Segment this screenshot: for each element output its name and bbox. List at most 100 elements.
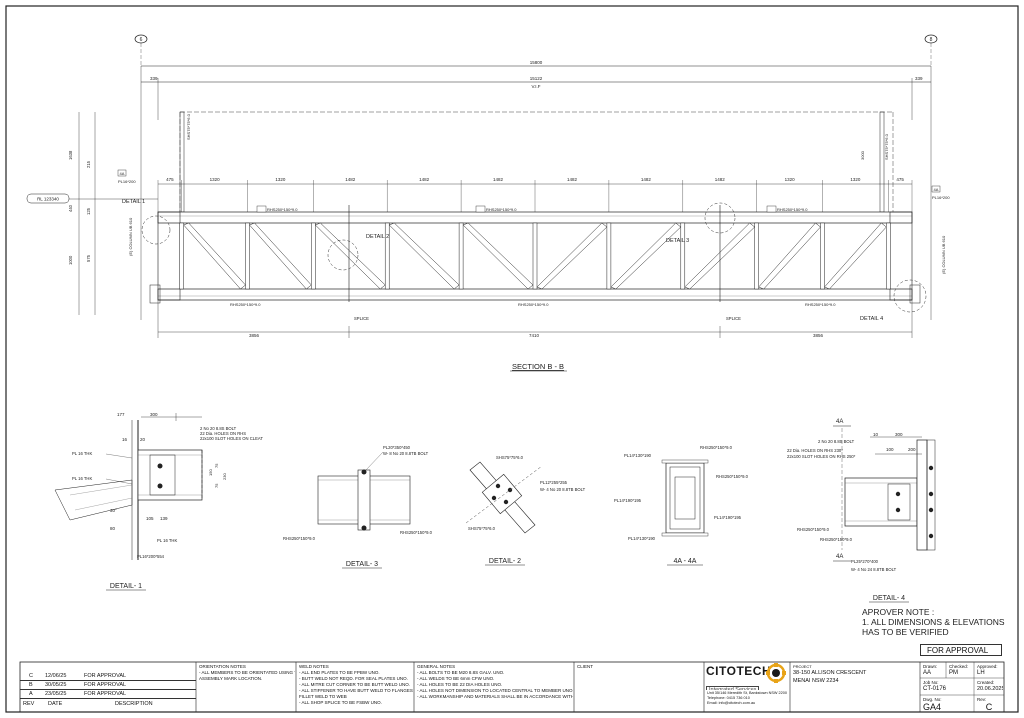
d1-dim: 105 — [146, 516, 154, 521]
bottom-dim: 3856 — [813, 333, 824, 338]
truss-diagonal — [462, 222, 534, 290]
truss-vertical — [384, 222, 390, 290]
bay-dim: 1482 — [493, 177, 504, 182]
section-title: SECTION B - B — [512, 362, 564, 371]
truss-vertical — [458, 222, 464, 290]
bottom-chord-label: RHS250*150*9.0 — [230, 302, 261, 307]
bay-dim: 1482 — [641, 177, 652, 182]
truss-vertical — [886, 222, 891, 290]
truss-diagonal — [758, 222, 821, 290]
4a-label: RHS250*150*9.0 — [716, 474, 749, 479]
drawn-label: Drawn: — [923, 664, 938, 669]
dwg-value: GA4 — [923, 702, 942, 712]
d2-label: SHS75*75*6.0 — [496, 455, 524, 460]
d4-label: PL25*270*400 — [851, 559, 879, 564]
truss-vertical — [606, 222, 612, 290]
d3-label: RHS250*150*9.0 — [283, 536, 316, 541]
bay-dim: 475 — [896, 177, 904, 182]
plate-right-label: PL16*200 — [932, 195, 950, 200]
dwg-cell: Dwg. No: GA4 — [921, 696, 973, 711]
note-line: - ALL SHOP SPLICE TO BE FSBW UNO. — [299, 700, 382, 705]
truss-diagonal — [824, 222, 887, 290]
d4-tag-top: 4A — [836, 419, 843, 425]
d4-dim: 200 — [908, 447, 916, 452]
rev-value: C — [985, 702, 993, 712]
note-line: - ALL MEMBERS TO BE ORIENTATED USING THE — [199, 670, 295, 675]
height-dim: 1638 — [68, 150, 73, 160]
grid-right-label: 8 — [930, 37, 933, 43]
right-height-dim: 3000 — [860, 150, 865, 160]
d4-label: RHS250*150*9.0 — [797, 527, 830, 532]
d1-dim: 75 — [214, 463, 219, 468]
bay-dim: 1320 — [275, 177, 286, 182]
truss-vertical — [311, 222, 316, 290]
rev-label: Rev: — [977, 697, 987, 702]
rev-date: 23/05/25 — [45, 691, 67, 697]
d4-label: W- 4 No 24 8.8TB BOLT — [851, 567, 897, 572]
created-label: Created: — [977, 680, 995, 685]
general-notes: GENERAL NOTES - ALL BOLTS TO BE M20 8.8S… — [415, 663, 573, 711]
section-4a: RHS250*150*9.0 PL14*130*190 RHS250*150*9… — [614, 445, 749, 566]
project-label: PROJECT — [793, 664, 812, 669]
truss-diagonal — [249, 222, 312, 290]
top-chord-label: RHS250*150*9.0 — [777, 207, 808, 212]
d1-label: PL16*200*554 — [137, 554, 165, 559]
project-address-line2: MENAI NSW 2234 — [793, 678, 839, 684]
truss-diagonal — [314, 222, 386, 290]
d1-dim: 20 — [140, 437, 146, 442]
rev-desc: FOR APPROVAL — [84, 673, 127, 679]
bay-dim: 1320 — [785, 177, 796, 182]
top-chord-label: RHS250*150*9.0 — [267, 207, 298, 212]
approver-note: APROVER NOTE : 1. ALL DIMENSIONS & ELEVA… — [862, 607, 1005, 637]
bottom-chord-label: RHS250*150*9.0 — [805, 302, 836, 307]
note-line: - ALL HOLES NOT DIMENSION TO LOCATED CEN… — [417, 688, 573, 693]
note-line: - ALL STIFFENER TO HAVE BUTT WELD TO FLA… — [299, 688, 413, 693]
post-right-label: SHS75*75*6.0 — [884, 133, 889, 160]
truss-vertical — [532, 222, 538, 290]
rev-header-date: DATE — [48, 701, 63, 707]
bay-dim: 1482 — [345, 177, 356, 182]
general-notes-title: GENERAL NOTES — [417, 664, 456, 669]
d4-tag-bottom: 4A — [836, 554, 843, 560]
detail-callout: DETAIL 1 — [122, 199, 145, 205]
approval-stamp: FOR APPROVAL — [920, 644, 1002, 656]
splice-label: SPLICE — [726, 316, 741, 321]
grid-marks: 6 8 15800 339 339 15122 V.I.F — [134, 34, 938, 320]
approved-cell: Approved: LH — [975, 663, 1003, 677]
weld-notes: WELD NOTES - ALL END PLATES TO BE FPBW U… — [297, 663, 413, 711]
bay-dim: 1482 — [419, 177, 430, 182]
rl-label: RL 123340 — [37, 197, 59, 202]
note-line: - ALL WORKMANSHIP AND MATERIALS SHALL BE… — [417, 694, 573, 699]
project-box: PROJECT 38-150 ALLISON CRESCENT MENAI NS… — [791, 663, 919, 711]
job-cell: Job No: CT-0176 — [921, 679, 973, 694]
note-line: - ALL HOLES TO BE 22 DIA HOLES UNO. — [417, 682, 503, 687]
d1-dim: 177 — [117, 412, 125, 417]
truss-vertical — [179, 222, 184, 290]
truss-diagonal — [183, 222, 246, 290]
orientation-notes-title: ORIENTATION NOTES — [199, 664, 246, 669]
4a-label: RHS250*150*9.0 — [700, 445, 733, 450]
4a-title: 4A - 4A — [674, 558, 697, 565]
d1-dim: 80 — [110, 526, 116, 531]
drawn-value: AA — [923, 670, 932, 676]
truss-vertical — [754, 222, 759, 290]
height-dim: 215 — [86, 160, 91, 168]
truss-vertical — [680, 222, 686, 290]
d1-note: 22 Dia. HOLES ON RHS — [200, 431, 246, 436]
section-tag: 4A — [934, 187, 939, 192]
d1-dim: 230 — [222, 473, 227, 480]
d4-note: 22x100 SLOT HOLES ON RHS 250* — [787, 454, 856, 459]
dwg-label: Dwg. No: — [923, 697, 942, 702]
note-line: FILLET WELD TO WEB — [299, 694, 347, 699]
rev-date: 12/06/25 — [45, 673, 67, 679]
truss-vertical — [245, 222, 250, 290]
d1-label: PL 16 THK — [72, 451, 92, 456]
checked-value: PM — [949, 670, 958, 676]
revision-header: REV DATE DESCRIPTION — [20, 700, 196, 709]
d1-dim: 75 — [214, 483, 219, 488]
rev-header-rev: REV — [23, 701, 35, 707]
rev-code: C — [29, 673, 33, 679]
approved-value: LH — [977, 670, 985, 676]
d1-note: 2 No 20 8.8S BOLT — [200, 426, 237, 431]
d4-dim: 300 — [895, 432, 903, 437]
